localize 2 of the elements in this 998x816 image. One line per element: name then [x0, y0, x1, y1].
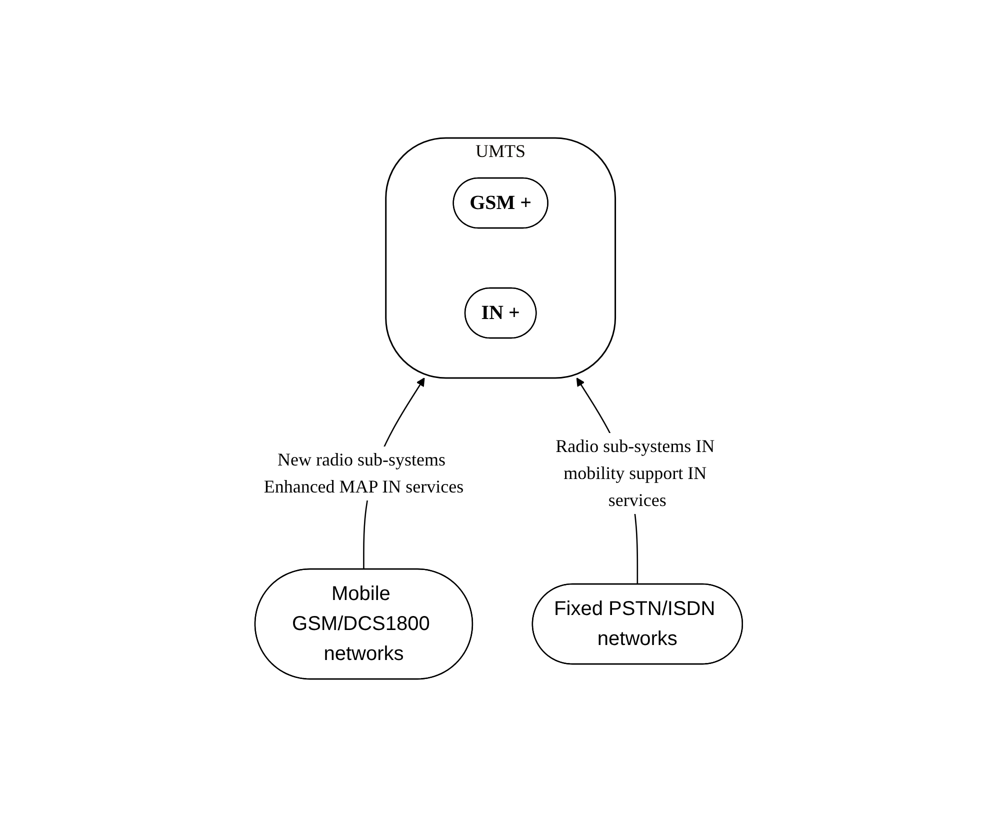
- edge-label: New radio sub-systems Enhanced MAP IN services: [264, 448, 464, 496]
- edge-label: Radio sub-systems IN mobility support IN services: [556, 435, 715, 510]
